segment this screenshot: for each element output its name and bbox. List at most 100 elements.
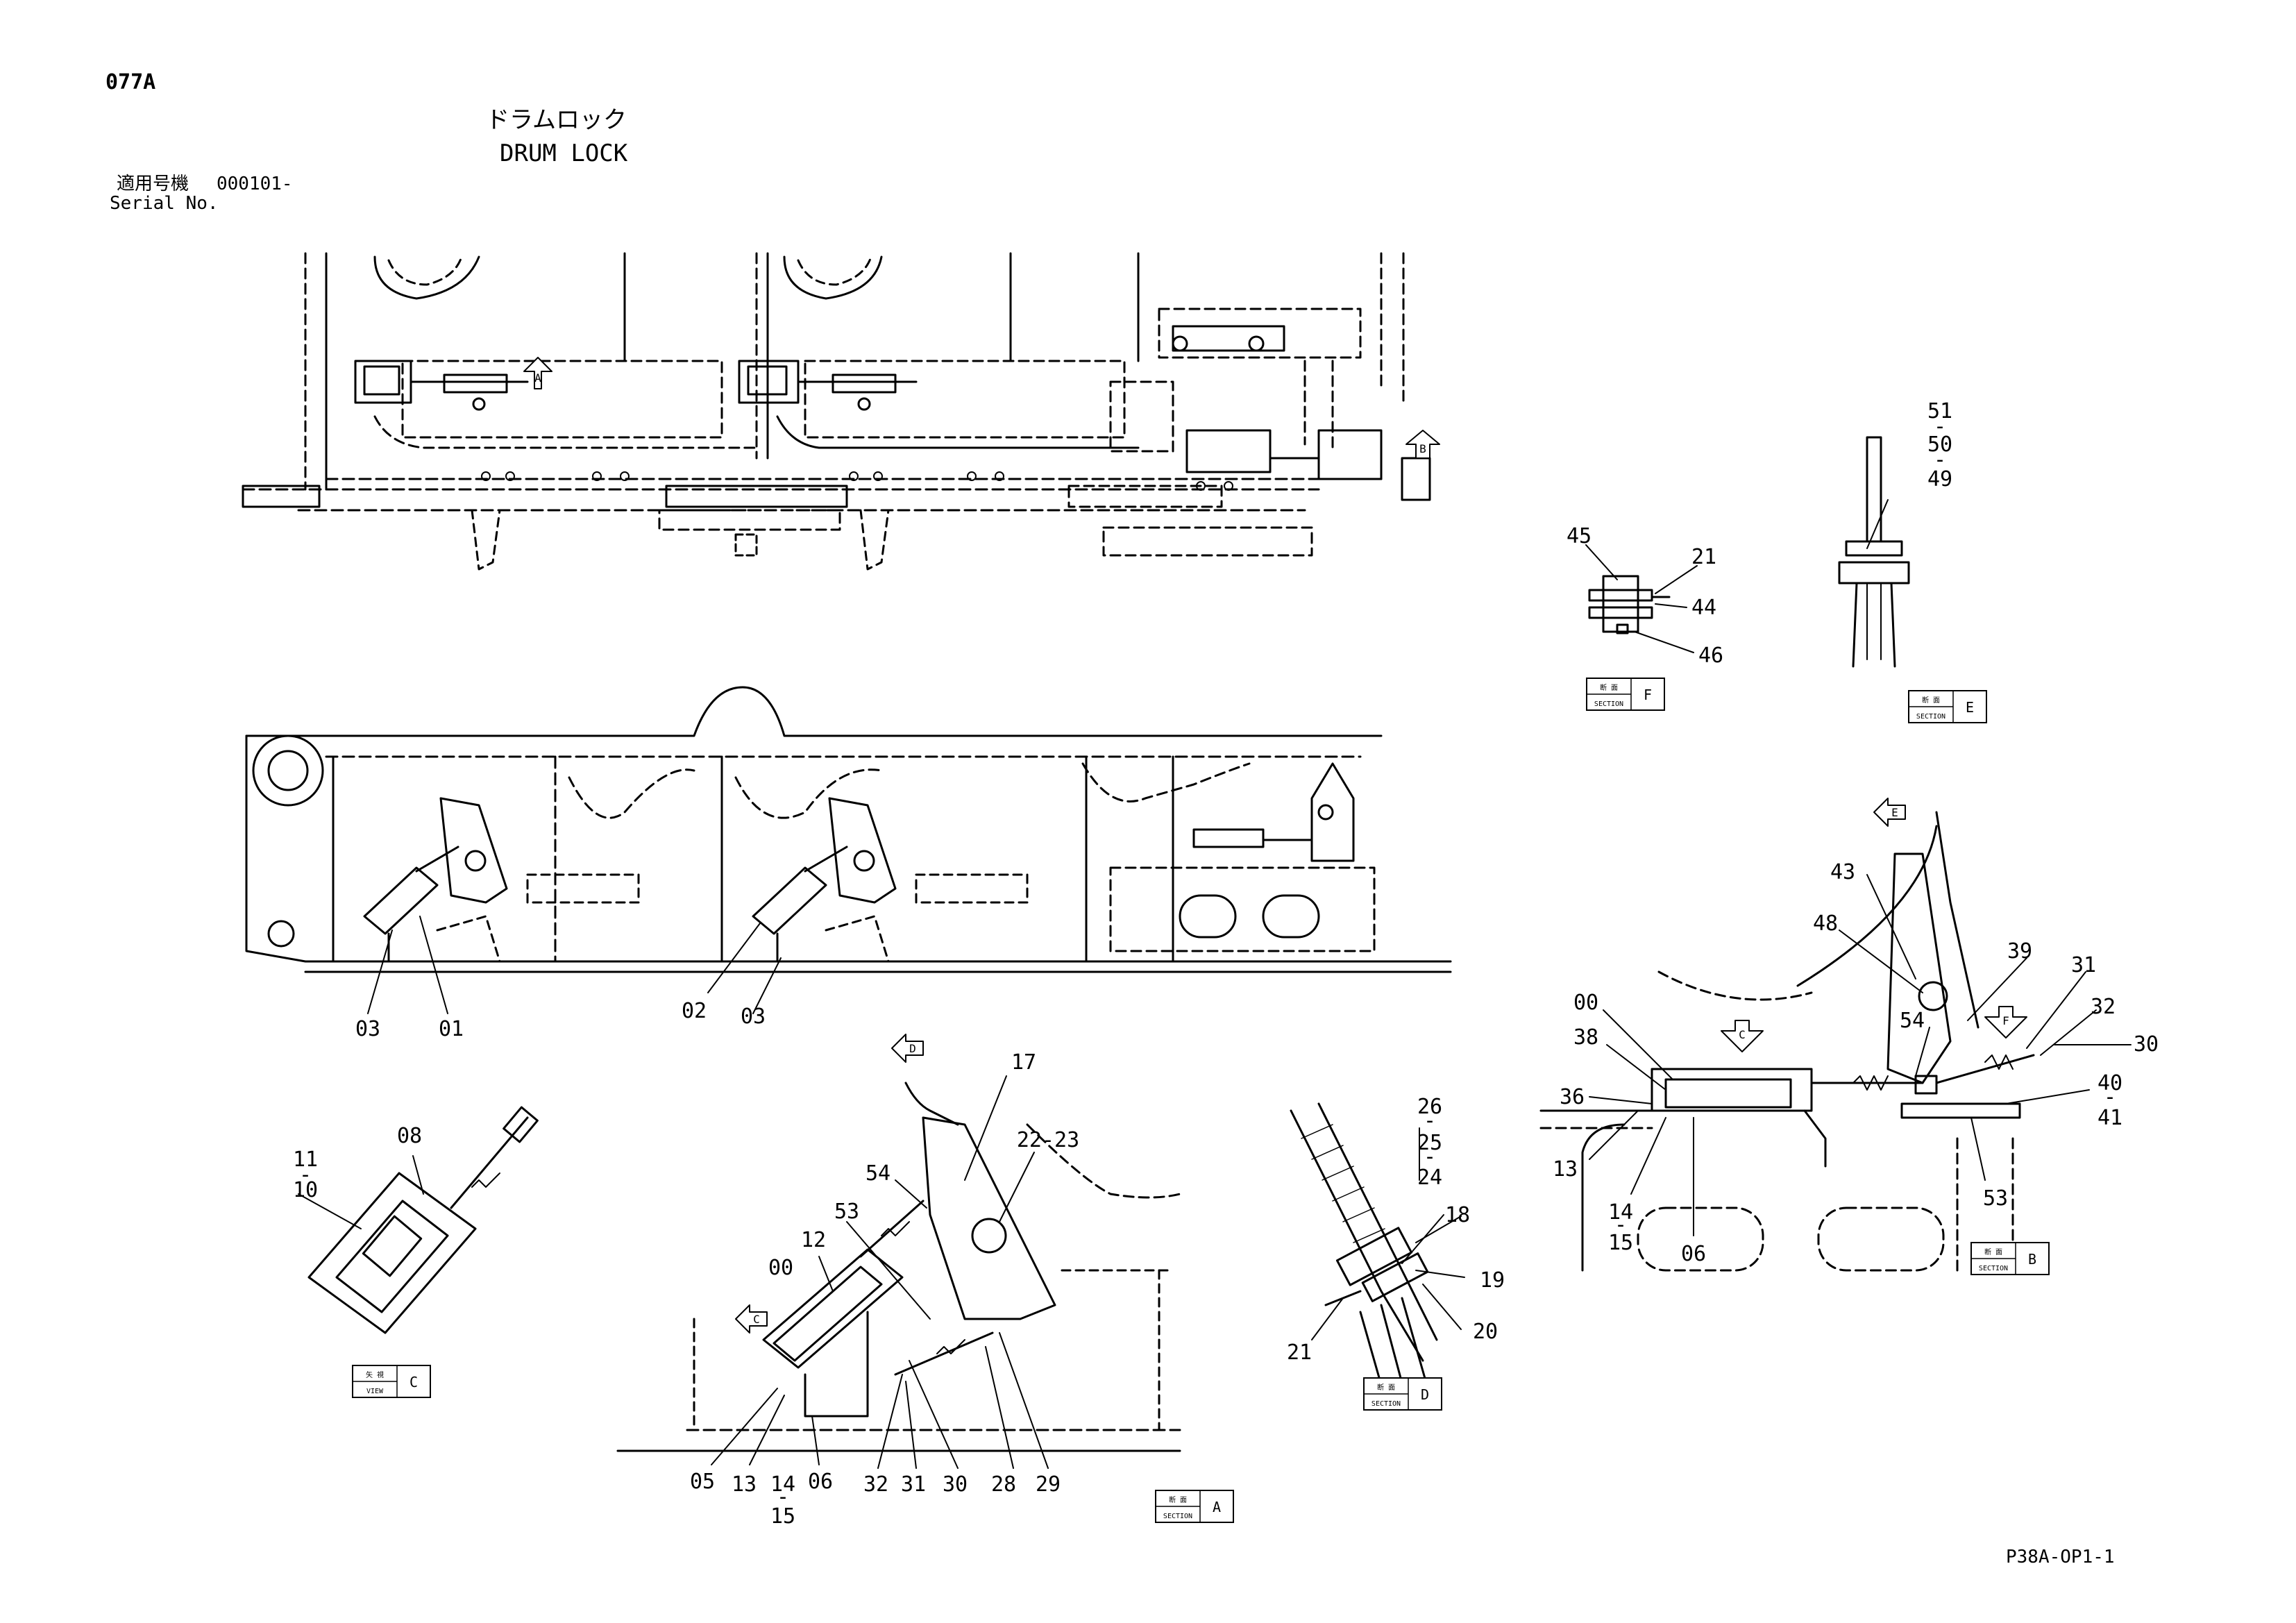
view-c-detail xyxy=(298,1106,539,1334)
page-code: 077A xyxy=(105,70,156,94)
view-marker-c2-arrow xyxy=(1721,1020,1764,1052)
callout: 24 xyxy=(1417,1166,1442,1190)
section-tag-f: 断 面 SECTION F xyxy=(1586,678,1665,711)
tag-jp: 断 面 xyxy=(1169,1495,1187,1504)
callout: 15 xyxy=(770,1504,795,1529)
tag-letter: F xyxy=(1644,687,1652,703)
tag-jp: 断 面 xyxy=(1600,683,1618,692)
callout: 36 xyxy=(1560,1085,1585,1109)
callout: 22-23 xyxy=(1017,1128,1079,1152)
tag-en: VIEW xyxy=(366,1388,384,1395)
callout: - xyxy=(299,1163,312,1187)
callout: 00 xyxy=(768,1256,793,1280)
serial-number: 000101- xyxy=(217,174,293,194)
callout: - xyxy=(1614,1213,1627,1237)
serial-label-jp: 適用号機 xyxy=(117,174,189,194)
section-tag-d: 断 面 SECTION D xyxy=(1363,1377,1442,1411)
callout: 06 xyxy=(1681,1242,1706,1266)
callout: 31 xyxy=(901,1472,926,1497)
callout: 14 xyxy=(770,1472,795,1497)
callout: 21 xyxy=(1287,1340,1312,1365)
callout: 53 xyxy=(1983,1186,2008,1211)
callout: - xyxy=(1934,414,1946,439)
tag-letter: C xyxy=(410,1374,418,1390)
callout: 39 xyxy=(2007,939,2032,964)
section-a-detail xyxy=(616,1075,1181,1469)
section-tag-b: 断 面 SECTION B xyxy=(1970,1242,2050,1275)
callout: 10 xyxy=(293,1178,318,1202)
callout: 54 xyxy=(1900,1009,1925,1033)
callout: - xyxy=(1424,1109,1436,1133)
callout: 05 xyxy=(690,1470,715,1494)
tag-en: SECTION xyxy=(1371,1400,1401,1408)
callout: 03 xyxy=(741,1004,766,1029)
callout: - xyxy=(1424,1145,1436,1169)
callout: 25 xyxy=(1417,1131,1442,1155)
view-marker-a-arrow xyxy=(523,357,552,389)
callout: 30 xyxy=(943,1472,968,1497)
view-marker-c-arrow xyxy=(735,1304,768,1334)
title-japanese: ドラムロック xyxy=(486,106,627,134)
section-tag-e: 断 面 SECTION E xyxy=(1908,690,1987,723)
callout: - xyxy=(777,1485,789,1509)
section-e-detail xyxy=(1838,436,1910,668)
callout: 13 xyxy=(732,1472,757,1497)
callout: 48 xyxy=(1813,911,1838,936)
callout: 11 xyxy=(293,1147,318,1172)
callout: 02 xyxy=(682,999,707,1023)
callout: 32 xyxy=(863,1472,888,1497)
tag-letter: B xyxy=(2028,1251,2036,1268)
callout: 08 xyxy=(397,1124,422,1148)
callout: 17 xyxy=(1011,1050,1036,1075)
view-tag-c: 矢 視 VIEW C xyxy=(352,1365,431,1398)
callout: 20 xyxy=(1473,1320,1498,1344)
callout: 13 xyxy=(1553,1157,1578,1181)
callout: 44 xyxy=(1691,596,1716,620)
tag-jp: 断 面 xyxy=(1984,1247,2002,1256)
tag-en: SECTION xyxy=(1594,700,1623,708)
tag-en: SECTION xyxy=(1163,1513,1192,1520)
callout: 03 xyxy=(355,1017,380,1041)
callout: 06 xyxy=(808,1470,833,1494)
tag-jp: 断 面 xyxy=(1377,1383,1395,1392)
callout: 18 xyxy=(1445,1203,1470,1227)
callout: 46 xyxy=(1698,644,1723,668)
callout: 19 xyxy=(1480,1268,1505,1293)
view-marker-f-arrow xyxy=(1984,1006,2027,1038)
callout: 45 xyxy=(1567,524,1592,548)
callout: 41 xyxy=(2097,1106,2122,1130)
view-marker-f-letter: F xyxy=(2002,1014,2009,1027)
callout: 50 xyxy=(1927,432,1952,457)
callout: - xyxy=(1934,448,1946,472)
view-marker-e-arrow xyxy=(1873,798,1906,827)
callout: 14 xyxy=(1608,1200,1633,1225)
title-english: DRUM LOCK xyxy=(500,140,628,167)
view-marker-a-letter: A xyxy=(534,371,541,385)
view-marker-b-arrow xyxy=(1406,430,1440,459)
view-marker-d-letter: D xyxy=(909,1042,916,1055)
callout: 15 xyxy=(1608,1231,1633,1255)
callout: - xyxy=(2104,1085,2116,1109)
callout: 01 xyxy=(439,1017,464,1041)
tag-letter: D xyxy=(1421,1386,1429,1403)
callout: 54 xyxy=(866,1161,890,1186)
side-elevation-view xyxy=(245,686,1452,1014)
callout: 26 xyxy=(1417,1095,1442,1119)
view-marker-d-arrow xyxy=(891,1034,924,1063)
callout: 21 xyxy=(1691,545,1716,569)
callout: 40 xyxy=(2097,1071,2122,1095)
callout: 00 xyxy=(1573,991,1598,1015)
tag-en: SECTION xyxy=(1979,1265,2008,1272)
callout: 38 xyxy=(1573,1025,1598,1050)
top-plan-view xyxy=(242,252,1431,571)
callout: 32 xyxy=(2091,995,2116,1019)
callout: 43 xyxy=(1830,860,1855,884)
view-marker-c2-letter: C xyxy=(1739,1028,1746,1041)
callout: 51 xyxy=(1927,399,1952,423)
tag-letter: A xyxy=(1213,1499,1221,1515)
serial-label-en: Serial No. xyxy=(110,193,219,214)
callout: 29 xyxy=(1036,1472,1061,1497)
callout: 53 xyxy=(834,1200,859,1224)
view-marker-e-letter: E xyxy=(1891,806,1898,819)
